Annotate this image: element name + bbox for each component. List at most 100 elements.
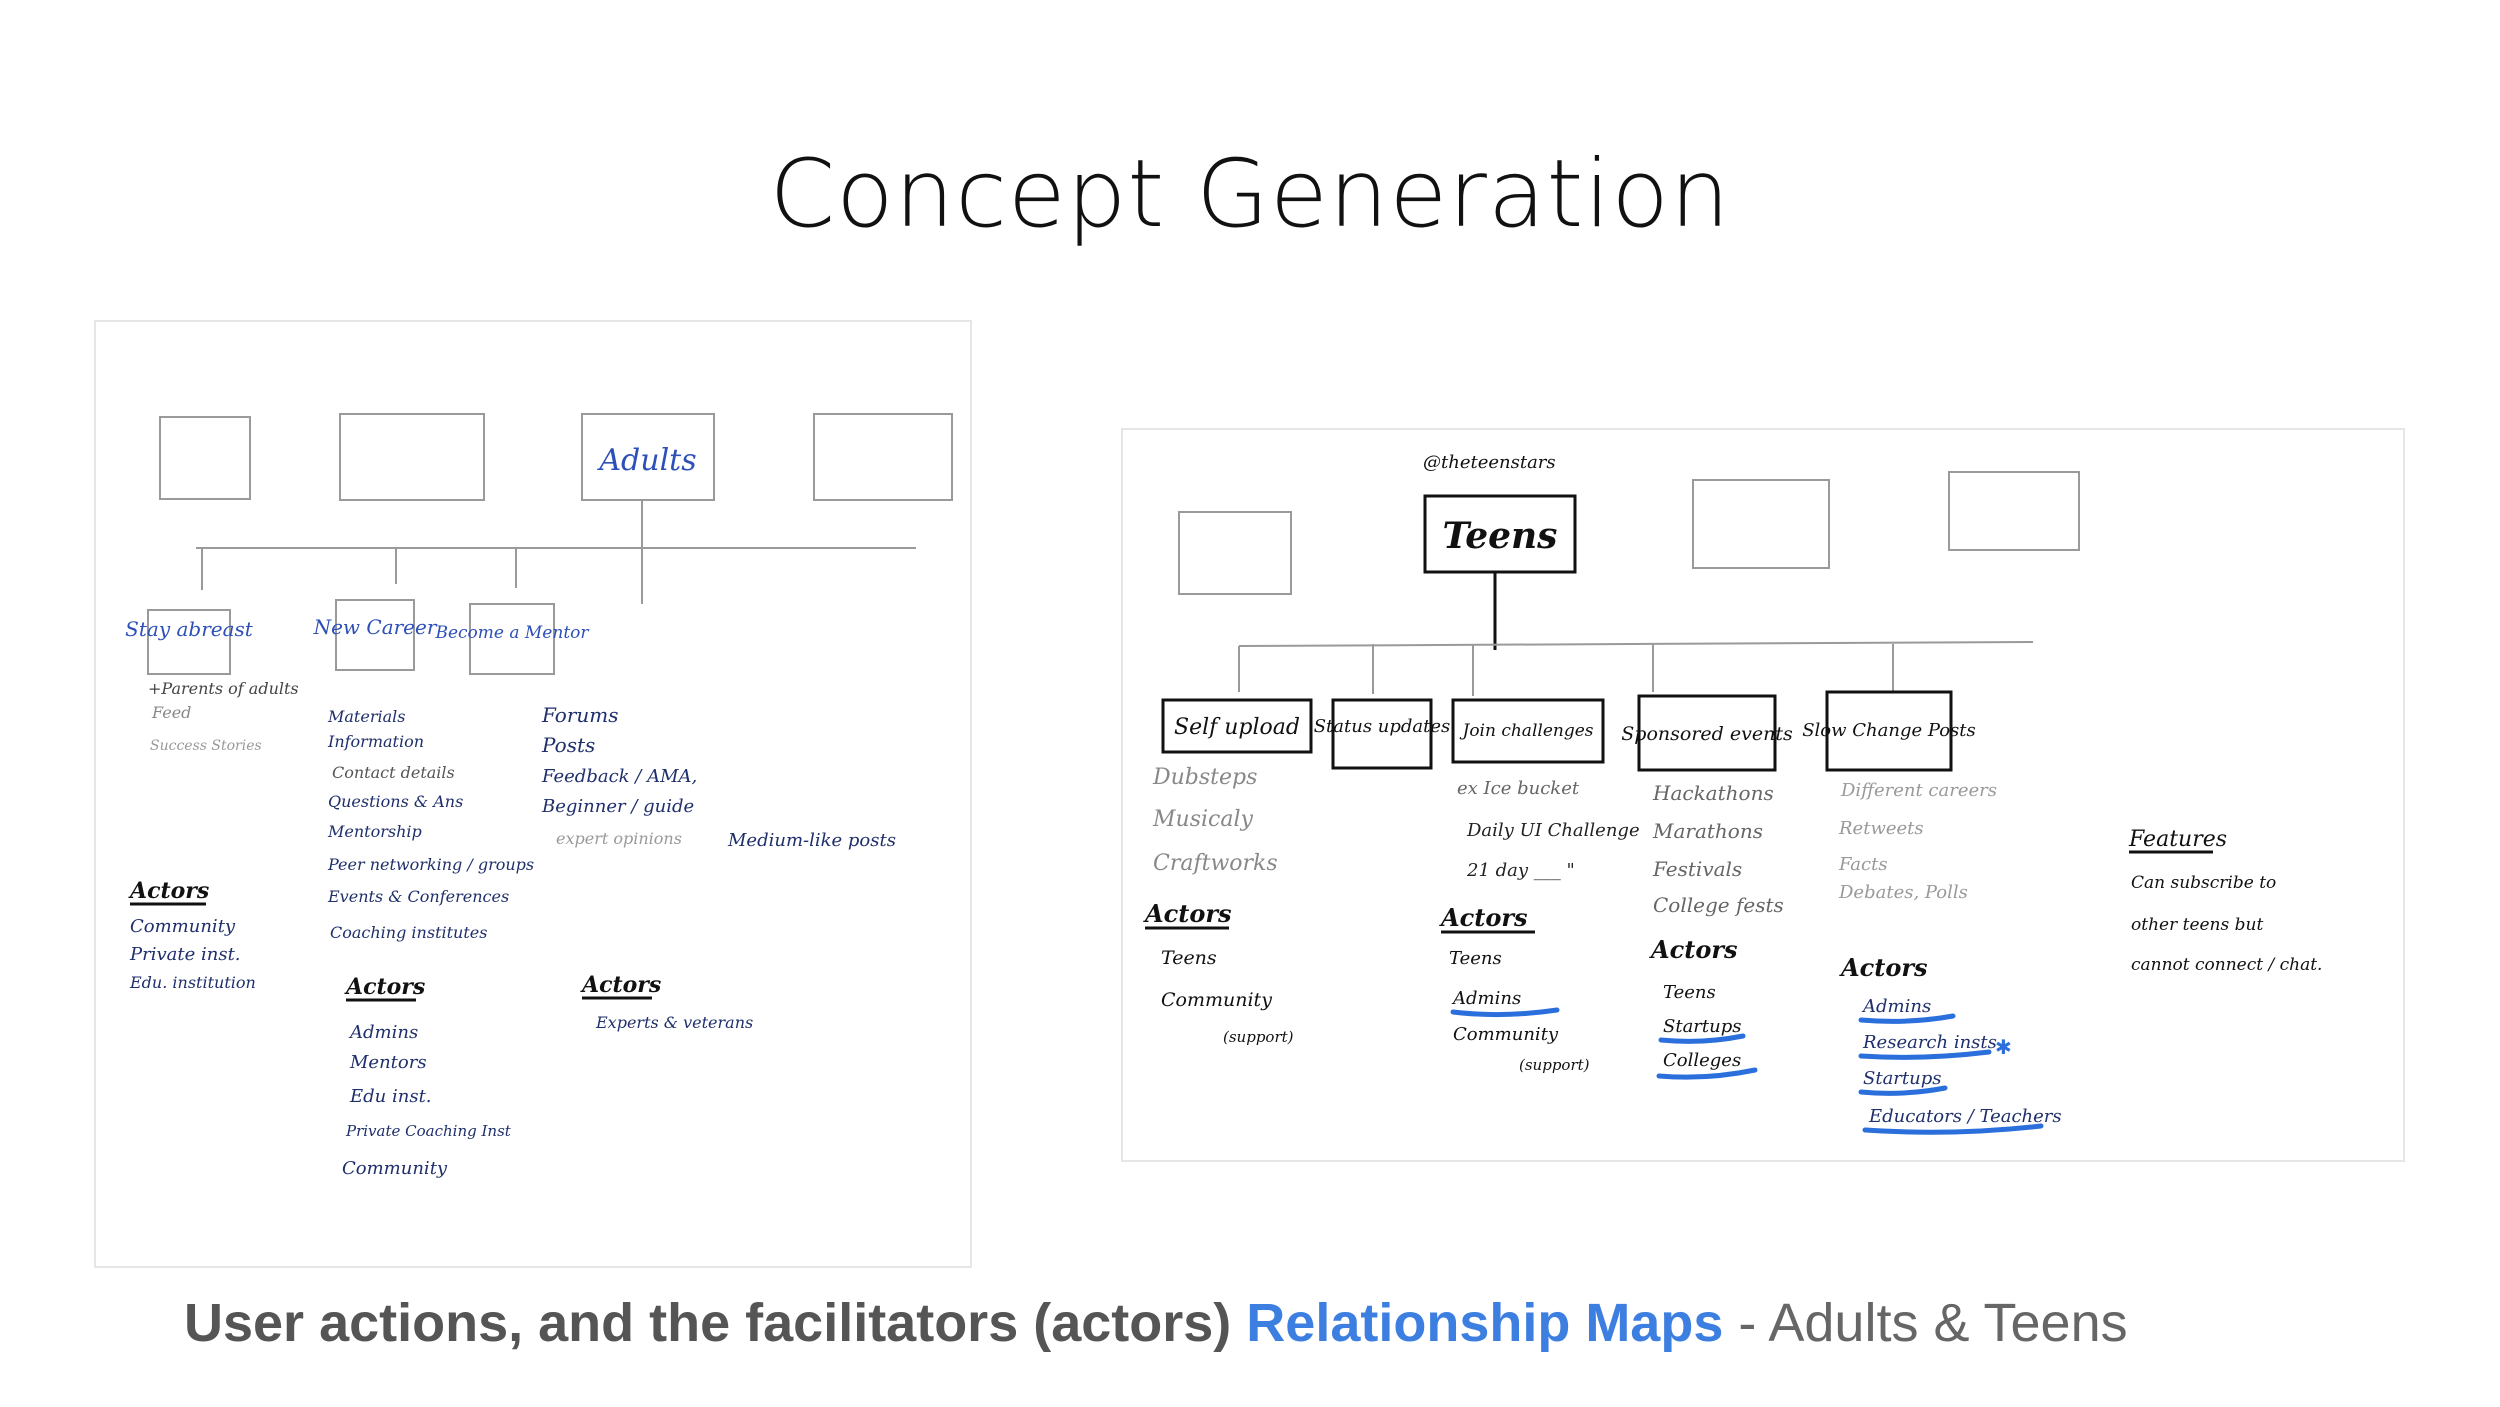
- highlight-underline: [1858, 1085, 1948, 1096]
- actor-note: (support): [1519, 1056, 1590, 1074]
- empty-box: [159, 416, 251, 500]
- feature-line: Can subscribe to: [2131, 873, 2276, 893]
- branch-label-status-updates: Status updates: [1314, 716, 1451, 737]
- actor: Admins: [1451, 988, 1521, 1009]
- branch-label-new-career: New Career: [313, 615, 438, 639]
- list-item: Beginner / guide: [541, 796, 694, 817]
- empty-box: [339, 413, 485, 501]
- actor-note: (support): [1223, 1028, 1294, 1046]
- note: Success Stories: [150, 738, 262, 754]
- adults-root-box: [581, 413, 715, 501]
- actor: Teens: [1161, 947, 1217, 969]
- list-item: Contact details: [332, 763, 455, 782]
- highlight-underline: [1658, 1033, 1746, 1044]
- list-item: Events & Conferences: [327, 887, 509, 906]
- mentor-note: Medium-like posts: [727, 830, 896, 851]
- empty-box: [1948, 471, 2080, 551]
- list-item: Materials: [327, 707, 405, 726]
- actor: Community: [342, 1158, 448, 1179]
- caption-suffix: - Adults & Teens: [1738, 1293, 2128, 1353]
- teens-relationship-map-sketch: @theteenstars Teens Self upload Status u…: [1121, 428, 2405, 1162]
- actor: Community: [1161, 989, 1272, 1011]
- branch-label-self-upload: Self upload: [1174, 715, 1300, 740]
- list-item: Hackathons: [1652, 781, 1774, 805]
- list-item: Coaching institutes: [330, 923, 487, 942]
- list-item: Musicaly: [1152, 807, 1253, 832]
- branch-label-join-challenges: Join challenges: [1460, 721, 1594, 741]
- list-item: Marathons: [1652, 819, 1763, 843]
- branch-label-become-mentor: Become a Mentor: [434, 623, 589, 643]
- teens-root-label: Teens: [1443, 515, 1558, 557]
- actor: Mentors: [349, 1052, 427, 1073]
- adults-relationship-map-sketch: Adults Stay abreast New Career Become a …: [94, 320, 972, 1268]
- highlight-underline: [1858, 1049, 1992, 1060]
- actor: Edu. institution: [129, 973, 256, 992]
- teens-handle: @theteenstars: [1423, 452, 1556, 473]
- actor: Startups: [1863, 1068, 1942, 1089]
- list-item: Feedback / AMA,: [541, 766, 697, 787]
- actor: Teens: [1663, 982, 1716, 1003]
- actor: Admins: [1861, 996, 1931, 1017]
- list-item: Festivals: [1652, 857, 1742, 881]
- slide-caption: User actions, and the facilitators (acto…: [184, 1292, 2128, 1354]
- empty-box: [813, 413, 953, 501]
- actor: Educators / Teachers: [1868, 1106, 2062, 1127]
- list-item: Craftworks: [1153, 851, 1278, 876]
- actor: Experts & veterans: [595, 1013, 753, 1032]
- list-item: Different careers: [1840, 780, 1997, 801]
- list-item: Debates, Polls: [1838, 882, 1968, 903]
- highlight-underline: [1656, 1067, 1758, 1080]
- branch-label-slow-change-posts: Slow Change Posts: [1802, 720, 1976, 741]
- actor: Edu inst.: [349, 1086, 432, 1107]
- highlight-underline: [1858, 1013, 1956, 1024]
- list-item: Posts: [541, 733, 595, 757]
- actors-heading: Actors: [344, 974, 425, 1000]
- actors-heading: Actors: [1839, 953, 1928, 982]
- page-title: Concept Generation: [769, 140, 1731, 249]
- actors-heading: Actors: [1143, 899, 1232, 928]
- list-item: Mentorship: [327, 822, 422, 841]
- list-item: Daily UI Challenge: [1466, 820, 1640, 841]
- feature-line: cannot connect / chat.: [2131, 955, 2322, 975]
- actor: Community: [1453, 1024, 1559, 1045]
- actors-heading: Actors: [1649, 935, 1738, 964]
- branch-label-sponsored-events: Sponsored events: [1621, 723, 1793, 745]
- branch-label-stay-abreast: Stay abreast: [125, 617, 254, 641]
- star-mark-icon: ✱: [1995, 1037, 2012, 1059]
- actors-heading: Actors: [1439, 903, 1528, 932]
- actor: Startups: [1663, 1016, 1742, 1037]
- caption-main: User actions, and the facilitators (acto…: [184, 1293, 1232, 1353]
- highlight-underline: [1862, 1123, 2044, 1135]
- adults-root-label: Adults: [596, 443, 696, 478]
- actor: Admins: [348, 1022, 418, 1043]
- list-item: Forums: [541, 703, 619, 727]
- list-item: 21 day ___ ": [1466, 860, 1575, 881]
- list-item: Retweets: [1838, 818, 1924, 839]
- list-item: Questions & Ans: [328, 792, 463, 811]
- actor: Private inst.: [129, 944, 241, 965]
- features-heading: Features: [2128, 827, 2227, 852]
- actor: Colleges: [1663, 1050, 1741, 1071]
- highlight-underline: [1450, 1007, 1560, 1018]
- branch-box: [147, 609, 231, 675]
- actors-heading: Actors: [128, 878, 209, 904]
- actors-heading: Actors: [580, 972, 661, 998]
- feature-line: other teens but: [2131, 915, 2263, 935]
- teens-root-box: [1423, 494, 1577, 574]
- list-item: Facts: [1838, 854, 1888, 875]
- adults-map-drawing: Adults Stay abreast New Career Become a …: [125, 413, 953, 1179]
- list-item: expert opinions: [556, 829, 682, 848]
- list-item: College fests: [1653, 893, 1784, 917]
- caption-highlight: Relationship Maps: [1246, 1293, 1724, 1353]
- list-item: Dubsteps: [1152, 765, 1257, 790]
- list-item: ex Ice bucket: [1457, 778, 1580, 799]
- list-item: Information: [327, 732, 424, 751]
- branch-box: [469, 603, 555, 675]
- empty-box: [1692, 479, 1830, 569]
- note: Feed: [151, 703, 191, 722]
- list-item: Peer networking / groups: [327, 855, 534, 874]
- note: +Parents of adults: [148, 679, 299, 698]
- actor: Research insts: [1862, 1032, 1997, 1053]
- empty-box: [1178, 511, 1292, 595]
- actor: Teens: [1449, 948, 1502, 969]
